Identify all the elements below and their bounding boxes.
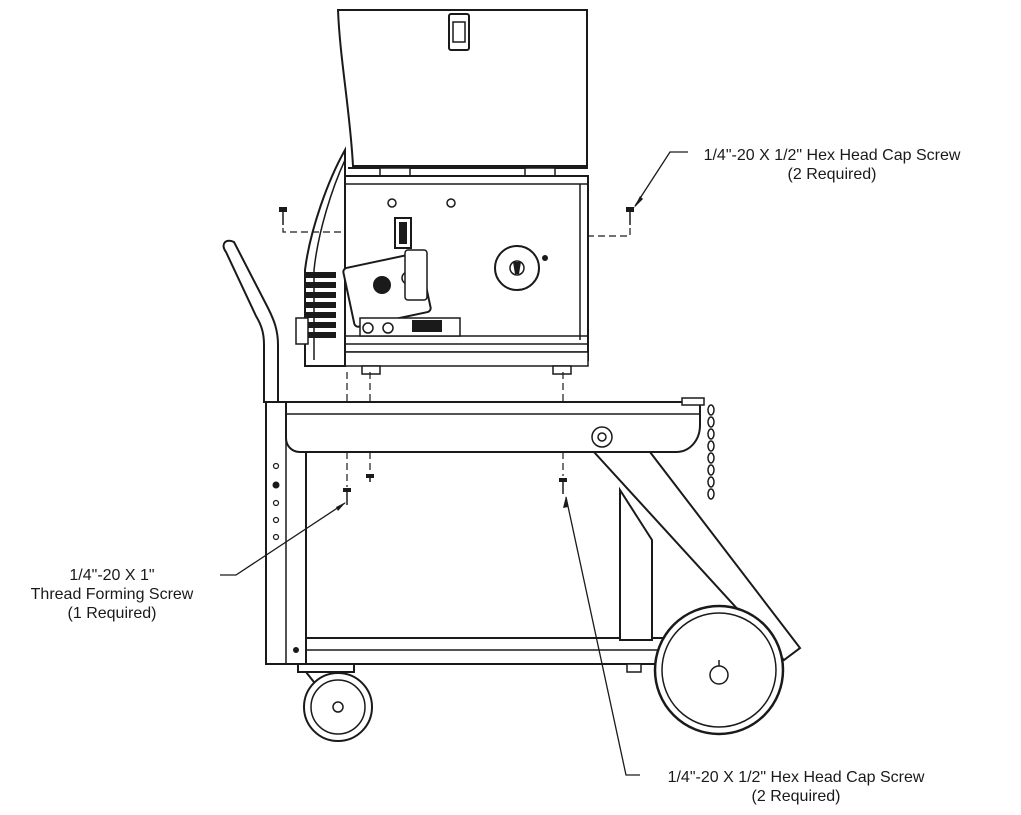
callout-bottom-right-screw: 1/4"-20 X 1/2" Hex Head Cap Screw (2 Req…: [646, 768, 946, 806]
callout-left-thread-forming-screw: 1/4"-20 X 1" Thread Forming Screw (1 Req…: [0, 566, 224, 623]
callout-line: 1/4"-20 X 1": [69, 567, 155, 584]
screw-paths: [279, 207, 634, 505]
rear-wheel: [653, 604, 785, 736]
callout-line: (2 Required): [751, 788, 841, 805]
welder-body: [295, 146, 589, 375]
callout-line: (2 Required): [787, 166, 877, 183]
callout-line: Thread Forming Screw: [30, 586, 194, 603]
callout-line: 1/4"-20 X 1/2" Hex Head Cap Screw: [667, 769, 925, 786]
callout-line: (1 Required): [67, 605, 157, 622]
leader-lines: [220, 151, 688, 776]
callout-top-right-screw: 1/4"-20 X 1/2" Hex Head Cap Screw (2 Req…: [682, 146, 982, 184]
cart-frame: [222, 239, 802, 673]
front-caster: [297, 663, 373, 742]
callout-line: 1/4"-20 X 1/2" Hex Head Cap Screw: [703, 147, 961, 164]
welder-top-cover: [336, 9, 588, 167]
